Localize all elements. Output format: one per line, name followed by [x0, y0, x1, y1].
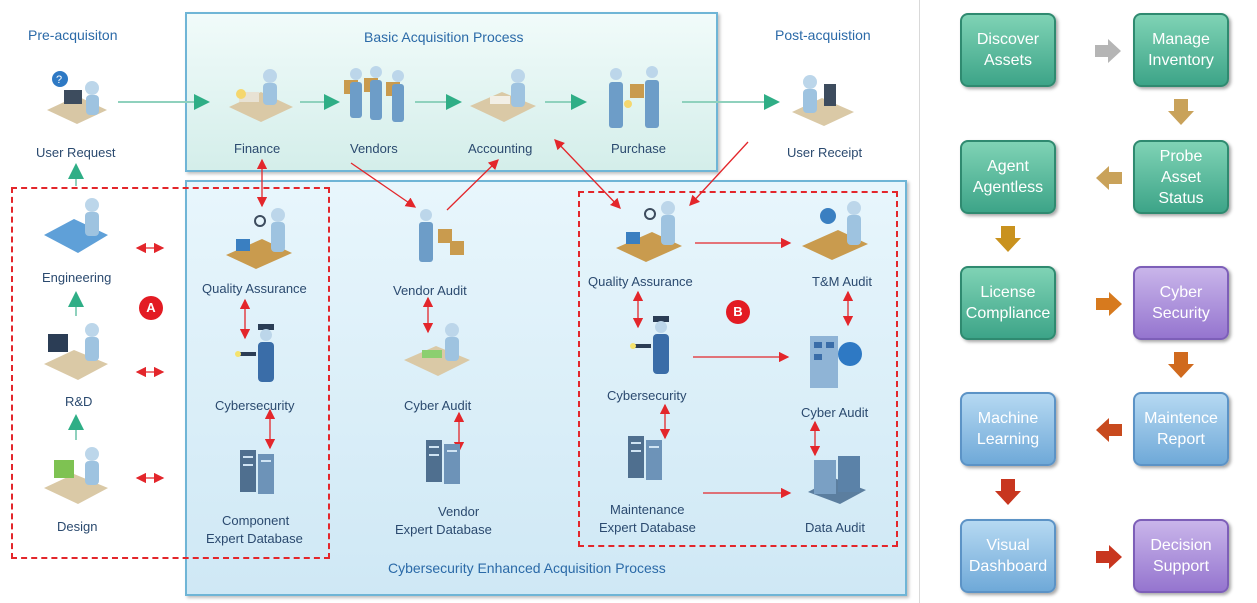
- flow-probe-asset-status: Probe Asset Status: [1133, 140, 1229, 214]
- qa-conveyor-icon: [226, 208, 292, 269]
- arrow-down-icon: [1168, 99, 1194, 125]
- badge-b: B: [726, 300, 750, 324]
- svg-text:?: ?: [56, 74, 62, 86]
- label-accounting: Accounting: [468, 141, 533, 156]
- flow-decision-support: Decision Support: [1133, 519, 1229, 593]
- group-a-boundary: [11, 187, 330, 559]
- label-user-receipt: User Receipt: [787, 145, 863, 160]
- arrow-right-icon: [1095, 39, 1121, 63]
- label-cyber-audit-mid: Cyber Audit: [404, 398, 472, 413]
- server-rack-icon: [426, 440, 460, 484]
- label-rnd: R&D: [65, 394, 93, 409]
- vendors-group-icon: [344, 66, 404, 122]
- flow-cyber-security: Cyber Security: [1133, 266, 1229, 340]
- server-rack-icon: [628, 436, 662, 480]
- label-user-request: User Request: [36, 145, 116, 160]
- data-center-icon: [808, 456, 866, 504]
- tm-audit-icon: [802, 201, 868, 260]
- flow-agent-agentless: Agent Agentless: [960, 140, 1056, 214]
- label-engineering: Engineering: [42, 270, 112, 285]
- label-quality-assurance-b: Quality Assurance: [588, 274, 693, 289]
- label-component-db: Component: [222, 513, 290, 528]
- arrow-left-icon: [1096, 418, 1122, 442]
- flow-maintence-report: Maintence Report: [1133, 392, 1229, 466]
- group-b-boundary: [578, 191, 898, 547]
- label-tm-audit: T&M Audit: [812, 274, 872, 289]
- label-component-db-2: Expert Database: [206, 531, 303, 546]
- pre-acquisition-header: Pre-acquisiton: [28, 27, 118, 43]
- label-quality-assurance-a: Quality Assurance: [202, 281, 307, 296]
- flow-machine-learning: Machine Learning: [960, 392, 1056, 466]
- accounting-person-icon: [470, 69, 536, 122]
- post-acquisition-header: Post-acquistion: [775, 27, 871, 43]
- label-finance: Finance: [234, 141, 281, 156]
- arrow-down-icon: [995, 479, 1021, 505]
- basic-process-header: Basic Acquisition Process: [364, 29, 524, 45]
- purchase-handoff-icon: [609, 66, 659, 128]
- label-data-audit: Data Audit: [805, 520, 865, 535]
- label-cybersecurity-b: Cybersecurity: [607, 388, 687, 403]
- engineering-person-icon: [44, 198, 108, 253]
- label-design: Design: [57, 519, 98, 534]
- badge-a: A: [139, 296, 163, 320]
- label-cyber-audit-right: Cyber Audit: [801, 405, 869, 420]
- arrow-down-icon: [1168, 352, 1194, 378]
- label-purchase: Purchase: [611, 141, 666, 156]
- connectors: [68, 94, 854, 499]
- security-guard-icon: [630, 316, 669, 374]
- arrow-right-icon: [1096, 545, 1122, 569]
- flow-license-compliance: License Compliance: [960, 266, 1056, 340]
- arrow-right-icon: [1096, 292, 1122, 316]
- label-maintenance-db: Maintenance: [610, 502, 685, 517]
- label-vendors: Vendors: [350, 141, 398, 156]
- label-vendor-db: Vendor: [438, 504, 480, 519]
- label-vendor-db-2: Expert Database: [395, 522, 492, 537]
- security-guard-icon: [235, 324, 274, 382]
- rnd-microscope-icon: [44, 323, 108, 380]
- arrow-left-icon: [1096, 166, 1122, 190]
- flow-discover-assets: Discover Assets: [960, 13, 1056, 87]
- building-globe-icon: [810, 336, 862, 388]
- server-rack-icon: [240, 450, 274, 494]
- finance-person-icon: [229, 69, 293, 122]
- enhanced-process-panel: [185, 180, 907, 596]
- flow-manage-inventory: Manage Inventory: [1133, 13, 1229, 87]
- divider: [919, 0, 920, 603]
- receipt-person-icon: [792, 75, 854, 126]
- cyber-audit-desk-icon: [404, 323, 470, 376]
- arrow-down-icon: [995, 226, 1021, 252]
- design-person-icon: [44, 447, 108, 504]
- flow-visual-dashboard: Visual Dashboard: [960, 519, 1056, 593]
- label-cybersecurity-a: Cybersecurity: [215, 398, 295, 413]
- enhanced-process-header: Cybersecurity Enhanced Acquisition Proce…: [388, 560, 666, 576]
- label-vendor-audit: Vendor Audit: [393, 283, 467, 298]
- helpdesk-person-icon: ?: [47, 71, 107, 124]
- vendor-audit-icon: [419, 209, 464, 262]
- qa-conveyor-icon: [616, 201, 682, 262]
- label-maintenance-db-2: Expert Database: [599, 520, 696, 535]
